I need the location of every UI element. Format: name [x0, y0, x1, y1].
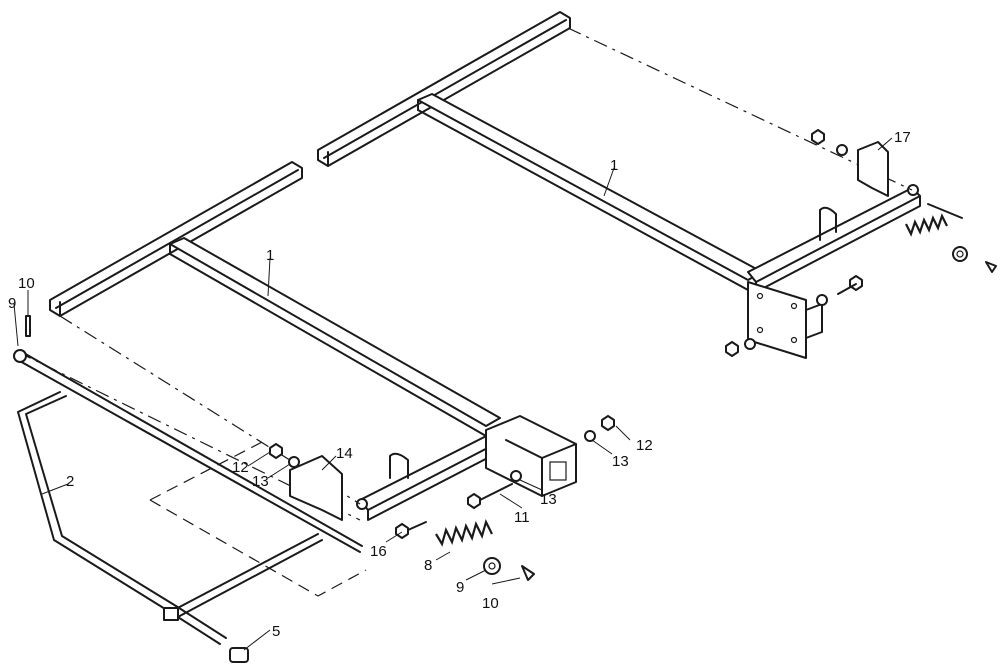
- callout-5: 5: [272, 623, 280, 640]
- callout-10-lower: 10: [482, 595, 499, 612]
- callout-1-lower: 1: [266, 247, 274, 264]
- upper-frame-assembly: [317, 11, 921, 359]
- callout-13-left: 13: [252, 473, 269, 490]
- spring-8: [435, 518, 493, 547]
- callout-8: 8: [424, 557, 432, 574]
- callout-1-upper: 1: [610, 157, 618, 174]
- callout-labels: 1 1 2 5 8 9 9 10 10 11 12 12 13 13 13 14…: [8, 129, 911, 640]
- callout-9-lower: 9: [456, 579, 464, 596]
- callout-2: 2: [66, 473, 74, 490]
- bracket-17: [857, 141, 889, 197]
- callout-17: 17: [894, 129, 911, 146]
- callout-9-left: 9: [8, 295, 16, 312]
- callout-12-right: 12: [636, 437, 653, 454]
- fasteners: [25, 129, 997, 663]
- callout-14: 14: [336, 445, 353, 462]
- callout-13-right: 13: [612, 453, 629, 470]
- handle-assembly: [13, 349, 367, 645]
- spring-upper: [905, 213, 948, 237]
- leader-lines: [13, 137, 893, 651]
- lower-frame-assembly: [17, 161, 577, 521]
- callout-10-left: 10: [18, 275, 35, 292]
- callout-13-mid: 13: [540, 491, 557, 508]
- callout-12-left: 12: [232, 459, 249, 476]
- callout-11: 11: [514, 509, 530, 526]
- callout-16: 16: [370, 543, 387, 560]
- bracket-14: [289, 455, 343, 521]
